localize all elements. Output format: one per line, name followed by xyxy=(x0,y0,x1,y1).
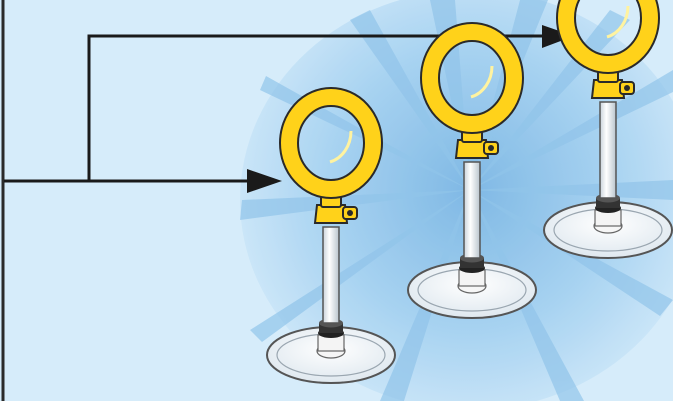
arrow-to-stand-1 xyxy=(4,169,282,193)
arrow-to-stand-3 xyxy=(87,25,574,181)
